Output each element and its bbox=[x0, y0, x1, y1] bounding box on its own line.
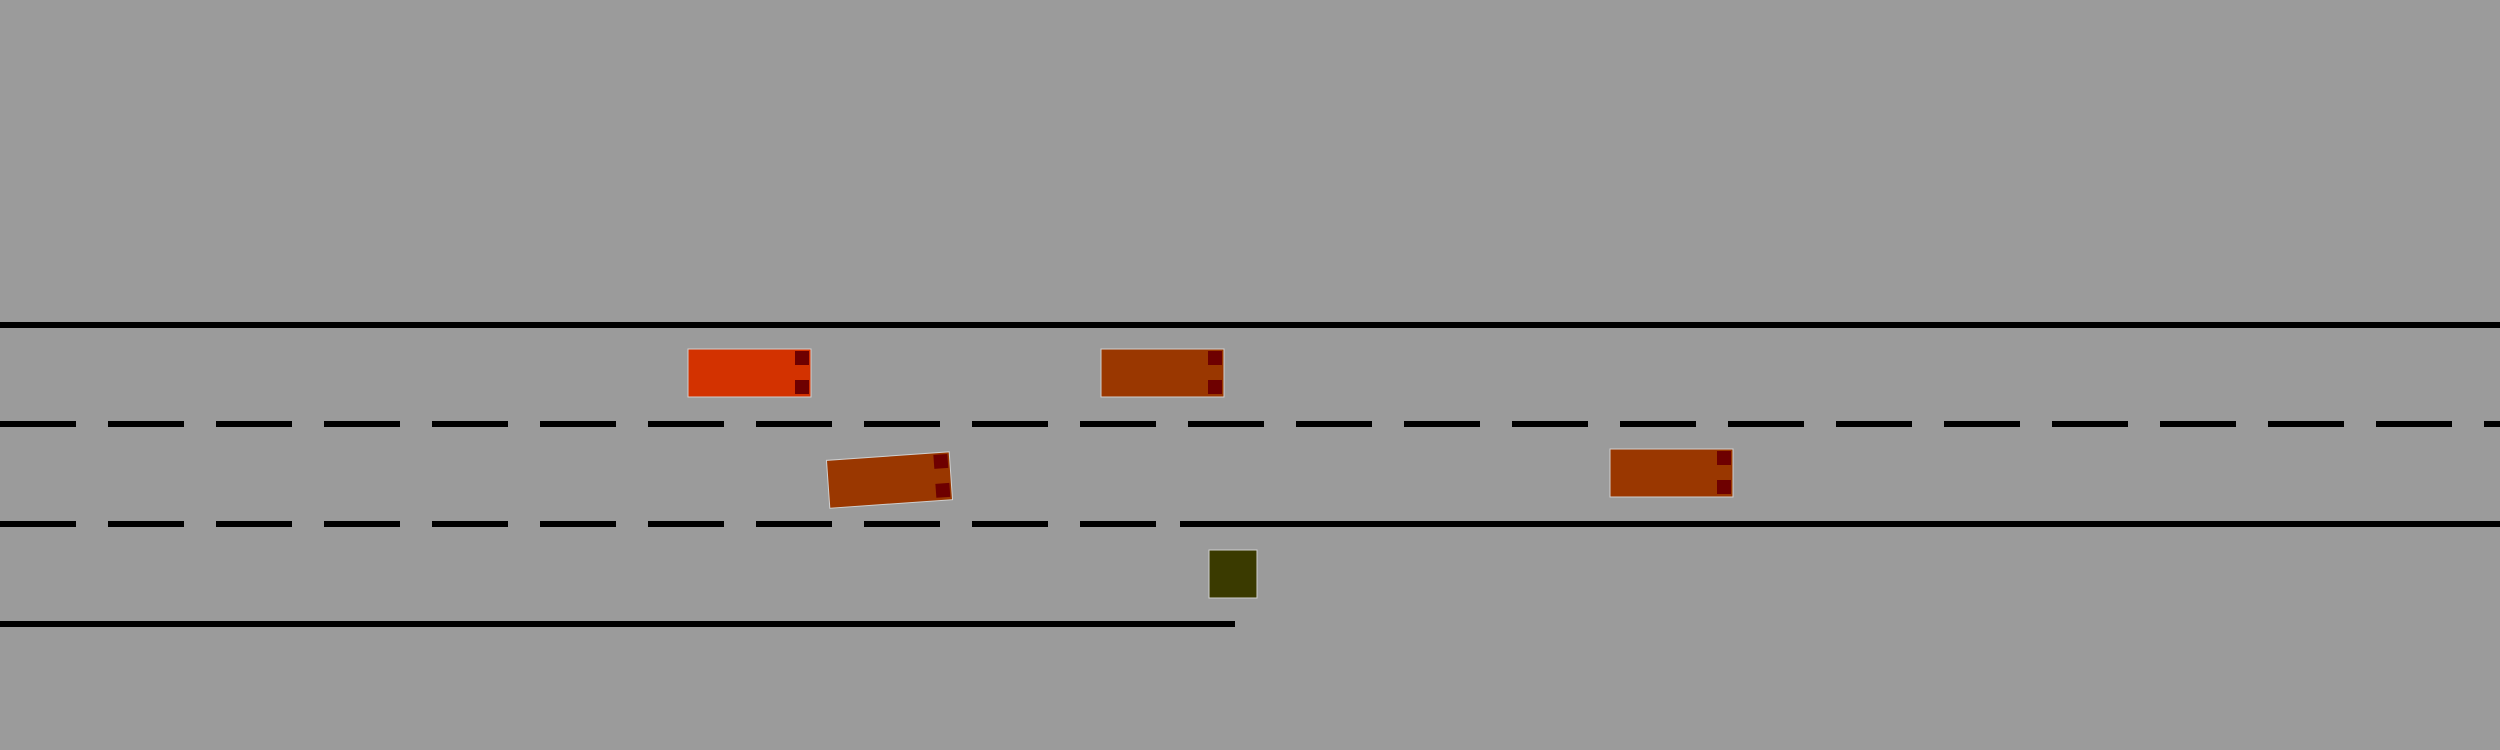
lane-divider-dash bbox=[2052, 421, 2128, 427]
lane-divider-dash bbox=[972, 421, 1048, 427]
lane-divider-dash bbox=[216, 421, 292, 427]
road-markings bbox=[0, 322, 2500, 627]
vehicle-2 bbox=[825, 451, 954, 509]
lane-divider-dash bbox=[216, 521, 292, 527]
lane-divider-dash bbox=[0, 521, 76, 527]
lane-divider-dash bbox=[1080, 421, 1156, 427]
lane-divider-dash bbox=[1080, 521, 1156, 527]
lane-divider-dash bbox=[2376, 421, 2452, 427]
lane-divider-dash bbox=[2160, 421, 2236, 427]
lane-divider-dash bbox=[540, 521, 616, 527]
taillight-bottom bbox=[935, 482, 951, 498]
obstacles bbox=[1208, 549, 1258, 599]
lane-divider-dash bbox=[1188, 421, 1264, 427]
lane-divider-dash bbox=[0, 421, 76, 427]
lane-divider-dash bbox=[1620, 421, 1696, 427]
lane-divider-dash bbox=[1728, 421, 1804, 427]
merge-end-obstacle bbox=[1208, 549, 1258, 599]
lane-divider-dash bbox=[2484, 421, 2500, 427]
vehicle-body bbox=[687, 348, 812, 398]
lane-divider-dash bbox=[108, 421, 184, 427]
lane-divider-dash bbox=[1944, 421, 2020, 427]
taillight-top bbox=[795, 351, 809, 365]
vehicle-body bbox=[1609, 448, 1734, 498]
vehicle-1 bbox=[1100, 348, 1225, 398]
lane-divider-dash bbox=[1296, 421, 1372, 427]
taillight-bottom bbox=[1717, 480, 1731, 494]
lane-divider-dash bbox=[432, 521, 508, 527]
vehicles bbox=[687, 348, 1734, 509]
lane-divider-dash bbox=[1836, 421, 1912, 427]
lane-divider-dash bbox=[864, 521, 940, 527]
lane-divider-dash bbox=[432, 421, 508, 427]
lane-divider-dash bbox=[324, 521, 400, 527]
lane-divider-dash bbox=[108, 521, 184, 527]
lane-divider-dash bbox=[756, 421, 832, 427]
lane-divider-dash bbox=[864, 421, 940, 427]
merge-lane-edge-line bbox=[0, 621, 1235, 627]
lane-divider-dash bbox=[1512, 421, 1588, 427]
vehicle-body bbox=[1100, 348, 1225, 398]
lane-divider-2-solid-line bbox=[1180, 521, 2500, 527]
lane-divider-dash bbox=[540, 421, 616, 427]
lane-divider-dash bbox=[2268, 421, 2344, 427]
road-top-edge-line bbox=[0, 322, 2500, 328]
vehicle-3 bbox=[1609, 448, 1734, 498]
taillight-bottom bbox=[795, 380, 809, 394]
vehicle-ego bbox=[687, 348, 812, 398]
taillight-top bbox=[1208, 351, 1222, 365]
lane-divider-2 bbox=[0, 521, 1156, 527]
lane-divider-dash bbox=[324, 421, 400, 427]
lane-divider-dash bbox=[1404, 421, 1480, 427]
taillight-bottom bbox=[1208, 380, 1222, 394]
lane-divider-dash bbox=[756, 521, 832, 527]
taillight-top bbox=[1717, 451, 1731, 465]
lane-divider-dash bbox=[648, 421, 724, 427]
vehicle-body bbox=[825, 451, 954, 509]
lane-divider-dash bbox=[972, 521, 1048, 527]
lane-divider-dash bbox=[648, 521, 724, 527]
taillight-top bbox=[933, 453, 949, 469]
lane-divider-1 bbox=[0, 421, 2500, 427]
